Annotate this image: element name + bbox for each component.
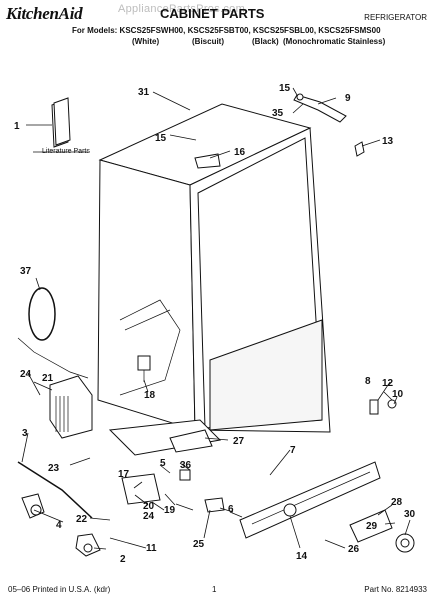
callout-27: 27 xyxy=(233,436,245,447)
callout-28: 28 xyxy=(391,497,403,508)
drain-fitting xyxy=(137,355,151,382)
print-info: 05–06 Printed in U.S.A. (kdr) xyxy=(8,585,111,594)
top-bracket xyxy=(194,153,221,169)
callout-6: 6 xyxy=(228,504,234,515)
cabinet-body xyxy=(97,103,331,433)
bracket-assembly xyxy=(121,473,161,505)
literature-label: Literature Parts xyxy=(42,148,90,155)
variant-white: (White) xyxy=(132,37,160,46)
cabinet-plug xyxy=(354,141,365,157)
roller-assembly xyxy=(349,509,415,553)
watermark: AppliancePartsPros.com xyxy=(118,3,246,15)
callout-1: 1 xyxy=(14,121,20,132)
variant-stainless: (Monochromatic Stainless) xyxy=(283,37,386,46)
appliance-type: REFRIGERATOR xyxy=(364,13,427,22)
callout-3: 3 xyxy=(22,428,28,439)
callout-15a: 15 xyxy=(155,133,167,144)
callout-20: 20 xyxy=(143,501,155,512)
callout-16: 16 xyxy=(234,147,246,158)
callout-18: 18 xyxy=(144,390,156,401)
callout-35: 35 xyxy=(272,108,284,119)
callout-22: 22 xyxy=(76,514,88,525)
callout-2: 2 xyxy=(120,554,126,565)
callout-10: 10 xyxy=(392,389,404,400)
callout-30: 30 xyxy=(404,509,416,520)
screw-bracket xyxy=(204,497,225,513)
callout-29: 29 xyxy=(366,521,378,532)
callout-24b: 24 xyxy=(143,511,155,522)
lower-rod xyxy=(17,461,93,519)
callout-24a: 24 xyxy=(20,369,32,380)
callout-14: 14 xyxy=(296,551,308,562)
brand-logo: KitchenAid xyxy=(6,4,83,23)
callout-31: 31 xyxy=(138,87,150,98)
callout-17: 17 xyxy=(118,469,130,480)
callout-23: 23 xyxy=(48,463,60,474)
callout-5: 5 xyxy=(160,458,166,469)
callout-7: 7 xyxy=(290,445,296,456)
wire-harness xyxy=(17,287,89,379)
variant-biscuit: (Biscuit) xyxy=(192,37,224,46)
part-number: Part No. 8214933 xyxy=(364,585,427,594)
callout-11: 11 xyxy=(146,543,157,554)
callout-13: 13 xyxy=(382,136,394,147)
callout-36: 36 xyxy=(180,460,192,471)
callout-12: 12 xyxy=(382,378,394,389)
callouts: 1 2 3 4 5 6 7 8 9 10 11 12 13 14 15 15 1… xyxy=(14,83,416,565)
callout-37: 37 xyxy=(20,266,32,277)
access-cover xyxy=(49,375,93,439)
callout-8: 8 xyxy=(365,376,371,387)
callout-4: 4 xyxy=(56,520,62,531)
top-hinge xyxy=(293,93,347,123)
page-number: 1 xyxy=(212,585,217,594)
callout-26: 26 xyxy=(348,544,360,555)
literature-booklet xyxy=(51,97,71,148)
variant-black: (Black) xyxy=(252,37,279,46)
base-rail xyxy=(108,419,222,456)
models-line: For Models: KSCS25FSWH00, KSCS25FSBT00, … xyxy=(72,26,381,35)
hinge-pin xyxy=(369,399,379,415)
callout-21: 21 xyxy=(42,373,54,384)
left-roller xyxy=(21,493,45,519)
leveling-leg xyxy=(75,533,101,557)
callout-19: 19 xyxy=(164,505,176,516)
callout-25: 25 xyxy=(193,539,205,550)
page-title: CABINET PARTS xyxy=(160,6,265,21)
toe-grille xyxy=(239,461,381,539)
callout-9: 9 xyxy=(345,93,351,104)
leader-lines xyxy=(21,87,411,550)
small-clip xyxy=(179,469,191,481)
callout-15b: 15 xyxy=(279,83,291,94)
